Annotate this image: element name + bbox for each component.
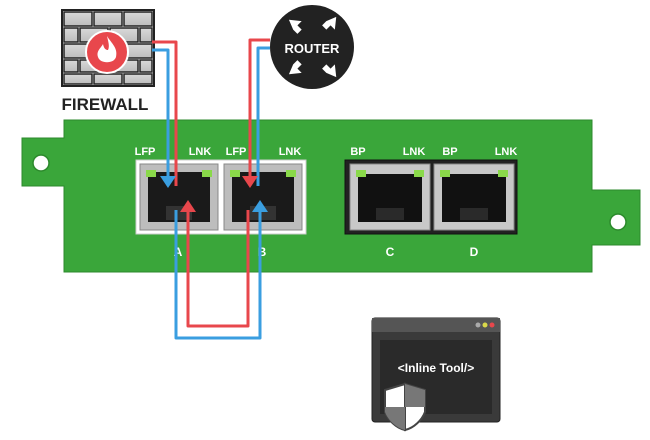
port-name-c: C [386, 245, 395, 259]
arrow-up-a [180, 200, 196, 212]
cable-loop-red [186, 210, 250, 328]
arrow-down-a [160, 176, 176, 188]
arrow-up-b [252, 200, 268, 212]
port-d [433, 163, 515, 231]
port-label-d-lnk: LNK [495, 146, 518, 158]
router-label: ROUTER [285, 41, 341, 56]
cable-router-red [248, 38, 270, 186]
cable-firewall-red [152, 40, 178, 186]
flow-arrows [160, 176, 268, 212]
network-card [21, 119, 641, 273]
port-label-b-lnk: LNK [279, 146, 302, 158]
firewall-label: FIREWALL [62, 95, 149, 114]
led-c-left [356, 170, 366, 177]
shield-icon [384, 382, 426, 432]
firewall-icon [61, 9, 155, 87]
led-d-right [498, 170, 508, 177]
cable-loop-blue [174, 210, 262, 340]
led-a-left [146, 170, 156, 177]
arrows-icon [288, 16, 337, 78]
port-c [349, 163, 431, 231]
port-label-a-lnk: LNK [189, 146, 212, 158]
port-label-a-lfp: LFP [135, 146, 156, 158]
cable-firewall-blue [152, 48, 170, 186]
port-label-c-lnk: LNK [403, 146, 426, 158]
inline-tool-window [371, 317, 501, 423]
port-a [139, 163, 219, 231]
router-icon [270, 5, 354, 89]
led-a-right [202, 170, 212, 177]
port-label-c-bp: BP [350, 146, 365, 158]
port-b [223, 163, 303, 231]
led-b-left [230, 170, 240, 177]
arrow-down-b [242, 176, 258, 188]
port-name-b: B [258, 245, 267, 259]
port-label-b-lfp: LFP [226, 146, 247, 158]
port-name-d: D [470, 245, 479, 259]
led-b-right [286, 170, 296, 177]
led-c-right [414, 170, 424, 177]
cable-router-blue [256, 46, 270, 186]
inline-tool-label: <Inline Tool/> [398, 361, 474, 375]
port-name-a: A [174, 245, 183, 259]
port-label-d-bp: BP [442, 146, 457, 158]
flame-icon [97, 36, 117, 63]
led-d-left [440, 170, 450, 177]
